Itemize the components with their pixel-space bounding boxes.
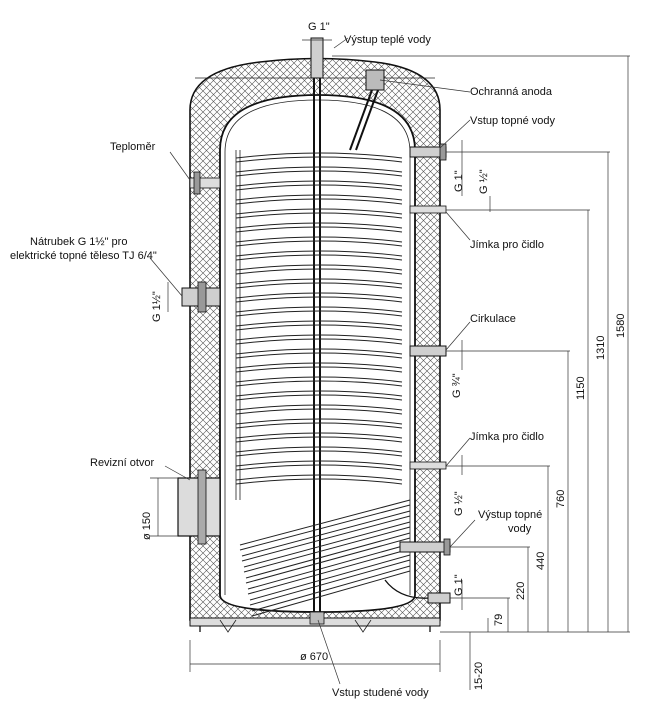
dim-220: 220: [515, 582, 527, 600]
coil-loop: [235, 460, 403, 471]
coil-loop: [235, 264, 403, 275]
dim-1150: 1150: [575, 376, 587, 400]
upper-heating-coil: [235, 152, 403, 485]
coil-loop: [235, 180, 403, 191]
dim-1310: 1310: [595, 336, 607, 360]
coil-loop: [235, 292, 403, 303]
sensor-sleeve-label-1: Jímka pro čidlo: [470, 239, 544, 251]
heating-inlet-label: Vstup topné vody: [470, 115, 556, 127]
coil-loop: [235, 320, 403, 331]
lower-coil-loop: [249, 554, 411, 606]
lower-coil-loop: [241, 510, 411, 562]
heating-outlet-label-2: vody: [508, 523, 532, 535]
coil-loop: [235, 236, 403, 247]
coil-loop: [235, 362, 403, 373]
left-fittings: [177, 171, 221, 545]
sensor-sleeve-label-2: Jímka pro čidlo: [470, 431, 544, 443]
lower-coil-loop: [247, 543, 411, 595]
coil-loop: [235, 474, 403, 485]
coil-loop: [235, 334, 403, 345]
anode-label: Ochranná anoda: [470, 86, 553, 98]
tank-base: [189, 611, 441, 633]
lower-coil-loop: [251, 565, 411, 617]
lower-coil-loop: [245, 532, 411, 584]
coil-loop: [235, 208, 403, 219]
heater-nozzle-label-1: Nátrubek G 1½" pro: [30, 236, 127, 248]
cold-water-inlet-label: Vstup studené vody: [332, 687, 429, 699]
coil-loop: [235, 446, 403, 457]
thread-g-half-lower: G ½": [453, 491, 465, 516]
coil-loop: [235, 432, 403, 443]
protective-anode: [349, 69, 385, 151]
lower-heating-coil: [239, 499, 411, 617]
dim-760: 760: [555, 490, 567, 508]
coil-loop: [235, 390, 403, 401]
heater-nozzle-label-2: elektrické topné těleso TJ 6/4": [10, 250, 157, 262]
coil-loop: [235, 152, 403, 163]
circulation-label: Cirkulace: [470, 313, 516, 325]
dimension-lines: [150, 55, 630, 690]
coil-loop: [235, 194, 403, 205]
thread-g-half-upper: G ½": [478, 169, 490, 194]
coil-loop: [235, 250, 403, 261]
dim-79: 79: [493, 614, 505, 626]
hot-water-outlet-label: Výstup teplé vody: [344, 34, 431, 46]
coil-loop: [235, 404, 403, 415]
coil-loop: [235, 278, 403, 289]
thread-g1-upper: G 1": [453, 170, 465, 192]
dim-d150: ø 150: [141, 512, 153, 540]
coil-loop: [235, 348, 403, 359]
thread-g-3quarter: G ¾": [451, 373, 463, 398]
lower-coil-loop: [239, 499, 411, 551]
coil-loop: [235, 418, 403, 429]
coil-loop: [235, 306, 403, 317]
dim-1580: 1580: [615, 314, 627, 338]
thread-g-1half-left: G 1½": [151, 291, 163, 322]
dim-d670: ø 670: [300, 651, 328, 663]
coil-loop: [235, 166, 403, 177]
coil-loop: [235, 222, 403, 233]
heating-outlet-label-1: Výstup topné: [478, 509, 542, 521]
leader-lines: [149, 37, 476, 685]
right-fittings: [384, 143, 451, 604]
dim-440: 440: [535, 552, 547, 570]
top-thread-label: G 1": [308, 21, 330, 33]
thread-g1-lower: G 1": [453, 574, 465, 596]
dim-15-20: 15-20: [473, 662, 485, 690]
hot-water-outlet: [302, 37, 332, 79]
thermometer-label: Teploměr: [110, 141, 156, 153]
lower-coil-loop: [243, 521, 411, 573]
coil-loop: [235, 376, 403, 387]
revision-opening-label: Revizní otvor: [90, 457, 155, 469]
